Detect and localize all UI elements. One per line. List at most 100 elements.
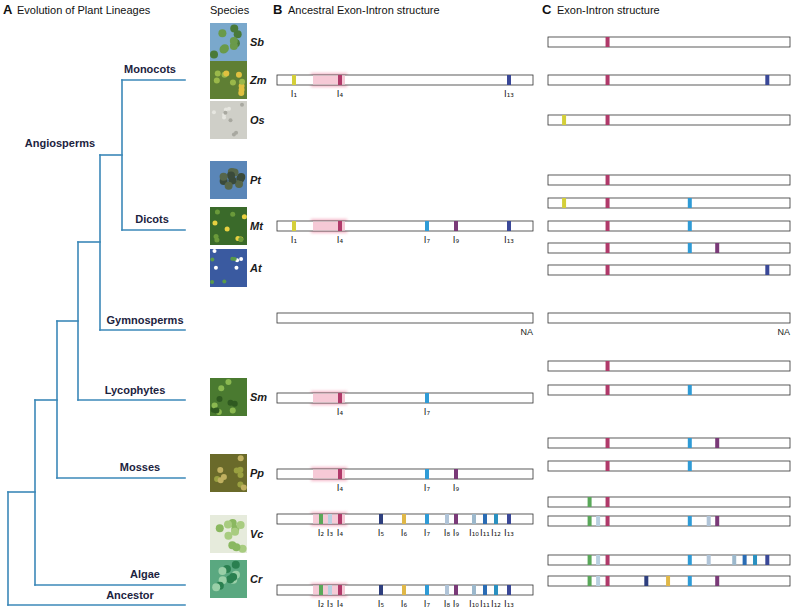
gene-bar: [548, 37, 790, 47]
intron-mark: [328, 585, 332, 595]
species-code: Sm: [250, 391, 267, 404]
intron-mark: [319, 514, 323, 524]
intron-mark: [507, 75, 511, 85]
intron-mark: [688, 221, 692, 231]
photo-detail: [230, 37, 238, 45]
intron-mark: [606, 175, 610, 185]
gene-row: [548, 497, 790, 507]
intron-mark: [425, 585, 429, 595]
intron-label: I₂: [318, 528, 324, 538]
clade-label: Gymnosperms: [106, 314, 183, 327]
intron-mark: [328, 514, 332, 524]
intron-label: I₁₁: [480, 528, 490, 538]
photo-detail: [212, 110, 216, 114]
species-photo: [210, 101, 247, 139]
intron-mark: [483, 585, 487, 595]
intron-label: I₃: [327, 528, 333, 538]
gene-bar: [277, 75, 533, 85]
intron-mark: [402, 585, 406, 595]
clade-label: Dicots: [135, 213, 169, 226]
gene-bar: [548, 313, 790, 323]
photo-ground: [210, 101, 247, 139]
photo-detail: [215, 71, 221, 77]
intron-mark: [596, 516, 600, 526]
intron-mark: [688, 438, 692, 448]
intron-mark: [507, 221, 511, 231]
tree-branch: [57, 477, 185, 479]
panel-title: Ancestral Exon-Intron structure: [288, 4, 440, 17]
photo-detail: [229, 118, 233, 122]
intron-label: I₄: [337, 407, 343, 417]
intron-label: I₆: [401, 599, 407, 609]
gene-bar: [548, 75, 790, 85]
intron-mark: [606, 221, 610, 231]
intron-mark: [319, 585, 323, 595]
intron-mark: [454, 469, 458, 479]
gene-row: [277, 219, 533, 233]
intron-mark: [379, 585, 383, 595]
photo-detail: [231, 528, 239, 536]
phylogeny-tree: [8, 80, 185, 605]
intron-mark: [588, 516, 592, 526]
intron-label: I₅: [378, 528, 384, 538]
intron-label: I₁₂: [491, 528, 501, 538]
intron-label: I₁: [291, 89, 297, 99]
intron-mark: [732, 555, 736, 565]
photo-detail: [224, 521, 232, 529]
intron-mark: [715, 576, 719, 586]
intron-mark: [472, 514, 476, 524]
photo-detail: [212, 220, 217, 225]
intron-mark: [402, 514, 406, 524]
gene-row: [548, 385, 790, 395]
intron-label: I₁₀: [469, 599, 479, 609]
photo-detail: [237, 467, 243, 473]
photo-detail: [224, 532, 232, 540]
photo-detail: [217, 467, 223, 473]
species-photo: [210, 249, 247, 287]
intron-mark: [483, 514, 487, 524]
gene-row: [548, 243, 790, 253]
photo-detail: [230, 212, 235, 217]
species-photo: [210, 207, 247, 245]
gene-row: [277, 73, 533, 87]
intron-mark: [688, 385, 692, 395]
photo-detail: [214, 266, 218, 270]
intron-mark: [379, 514, 383, 524]
intron-label: I₁: [291, 235, 297, 245]
tree-branch: [35, 399, 57, 401]
intron-mark: [765, 555, 769, 565]
photo-detail: [230, 79, 236, 85]
panel-c: [548, 37, 790, 586]
gene-row: [548, 313, 790, 323]
intron-mark: [338, 585, 342, 595]
intron-mark: [588, 555, 592, 565]
photo-detail: [237, 521, 245, 529]
intron-mark: [688, 461, 692, 471]
intron-mark: [688, 576, 692, 586]
intron-mark: [606, 243, 610, 253]
species-photo: [210, 515, 247, 553]
intron-mark: [753, 555, 757, 565]
intron-mark: [588, 576, 592, 586]
gene-row: [548, 265, 790, 275]
clade-label: Algae: [130, 568, 160, 581]
intron-label: I₁₃: [504, 528, 514, 538]
photo-ground: [210, 515, 247, 553]
tree-branch: [8, 491, 35, 493]
photo-ground: [210, 560, 247, 598]
species-code: Vc: [250, 528, 263, 541]
photo-detail: [240, 103, 244, 107]
intron-label: I₇: [424, 407, 430, 417]
gene-bar: [548, 461, 790, 471]
photo-detail: [227, 172, 235, 180]
panel-title: Evolution of Plant Lineages: [17, 4, 150, 17]
photo-detail: [225, 379, 231, 385]
panel-letter: B: [273, 3, 282, 18]
intron-mark: [445, 514, 449, 524]
intron-mark: [644, 576, 648, 586]
intron-label: I₁₁: [480, 599, 490, 609]
gene-row: [277, 467, 533, 481]
intron-label: I₇: [424, 528, 430, 538]
highlight-region: [313, 515, 345, 524]
